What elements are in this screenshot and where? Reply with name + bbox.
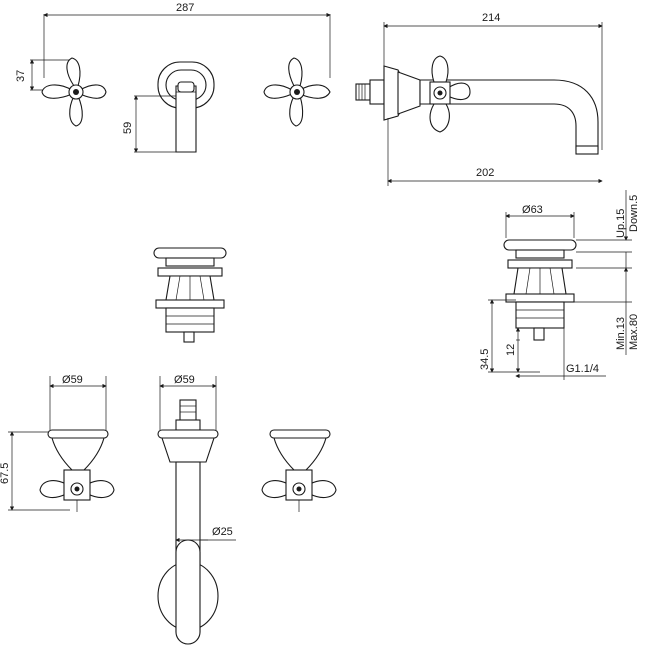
dim-center-rosette: Ø59: [174, 374, 195, 386]
dim-waste-height: 34.5: [479, 349, 491, 370]
front-spout: [157, 61, 215, 153]
dim-waste-max: Max.80: [628, 314, 640, 350]
dim-waste-up: Up.15: [615, 209, 627, 238]
dim-waste-thread-len: 12: [505, 344, 517, 356]
dim-left-rosette: Ø59: [62, 374, 83, 386]
dim-spout-overall: 214: [482, 12, 500, 24]
popup-waste-front: [153, 247, 227, 343]
side-handle: [429, 55, 471, 133]
popup-waste-dimensioned: Ø63 Up.15 Down.5 Min.13 Max.80 34.5: [479, 190, 640, 380]
dim-handle-depth: 67.5: [0, 463, 11, 484]
dim-waste-diameter: Ø63: [522, 204, 543, 216]
bottom-right-valve: [261, 429, 337, 512]
side-connector: [355, 79, 385, 105]
dim-waste-thread: G1.1/4: [566, 363, 599, 375]
right-cross-handle: [263, 57, 331, 127]
front-view: 287 37 59: [15, 2, 331, 153]
dim-overall-width: 287: [176, 2, 194, 14]
dim-spout-height: 59: [122, 122, 134, 134]
dim-handle-height: 37: [15, 70, 27, 82]
bottom-left-valve: Ø59 67.5: [0, 374, 115, 512]
dim-waste-down: Down.5: [628, 195, 640, 232]
left-cross-handle: [41, 57, 107, 127]
dim-spout-tube: Ø25: [212, 526, 233, 538]
dim-waste-min: Min.13: [615, 317, 627, 350]
dim-spout-projection: 202: [476, 167, 494, 179]
bottom-center-spout: Ø59 Ø25: [157, 374, 236, 645]
side-view: 214 202: [355, 12, 603, 186]
